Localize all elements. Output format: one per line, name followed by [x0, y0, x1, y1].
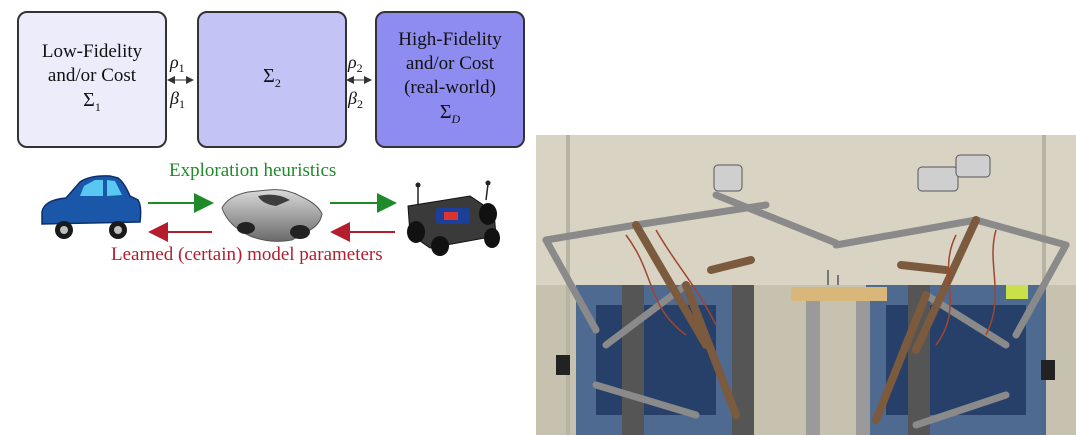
- low-fidelity-line1: Low-Fidelity: [41, 41, 143, 62]
- gray-model-car-icon: [221, 189, 323, 242]
- blue-car-icon: [41, 175, 142, 239]
- low-fidelity-box: Low-Fidelity and/or Cost Σ1: [17, 11, 167, 148]
- sigma-d-label: ΣD: [439, 101, 461, 126]
- exploration-caption: Exploration heuristics: [169, 160, 337, 181]
- high-fidelity-box: High-Fidelity and/or Cost (real-world) Σ…: [375, 11, 525, 148]
- sigma-1-label: Σ1: [83, 89, 101, 114]
- rc-car-icon: [407, 180, 500, 256]
- high-fidelity-line1: High-Fidelity: [398, 29, 502, 50]
- mid-fidelity-box: Σ2: [197, 11, 347, 148]
- rho-2-label: ρ2: [348, 52, 363, 75]
- rho-1-label: ρ1: [170, 52, 185, 75]
- beta-2-label: β2: [348, 88, 363, 111]
- sigma-2-label: Σ2: [263, 65, 281, 90]
- high-fidelity-line3: (real-world): [404, 77, 496, 98]
- low-fidelity-line2: and/or Cost: [47, 65, 137, 86]
- beta-1-label: β1: [170, 88, 185, 111]
- robot-arms-photo: [536, 135, 1076, 435]
- high-fidelity-line2: and/or Cost: [405, 53, 495, 74]
- learned-parameters-caption: Learned (certain) model parameters: [111, 244, 383, 265]
